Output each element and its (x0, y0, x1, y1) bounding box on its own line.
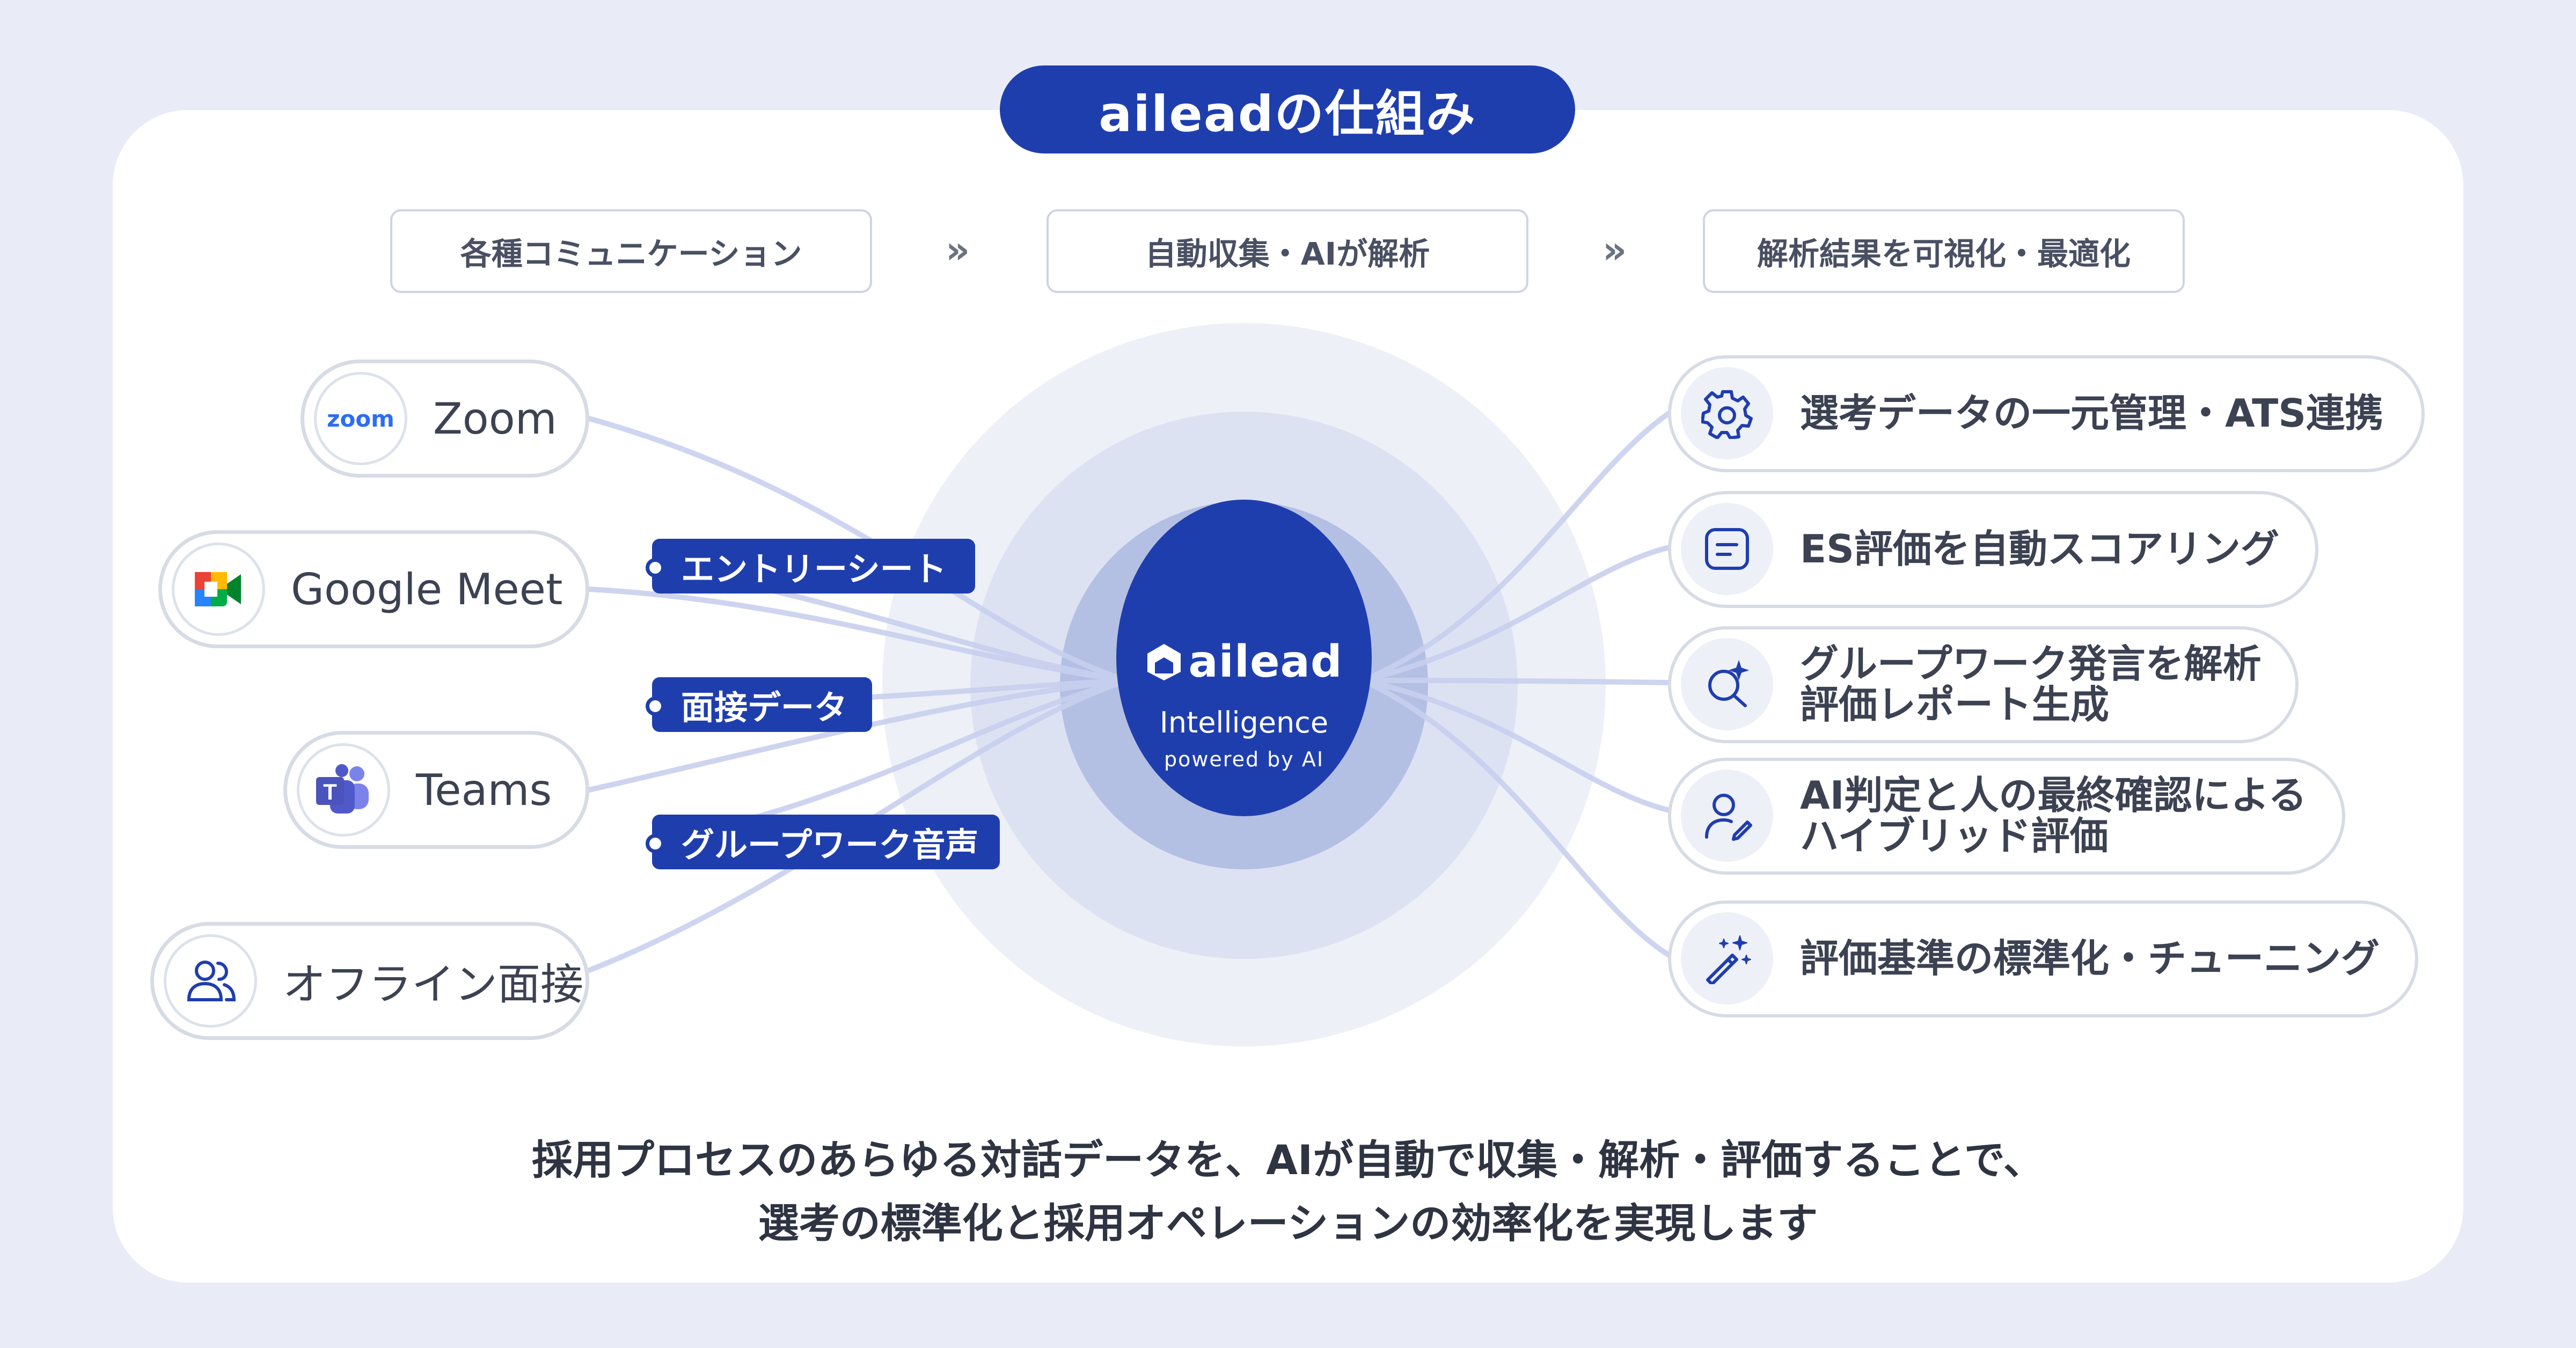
gear-icon (1681, 367, 1773, 459)
output-line: 選考データの一元管理・ATS連携 (1800, 391, 2384, 436)
footer-line-2: 選考の標準化と採用オペレーションの効率化を実現します (758, 1199, 1818, 1247)
tag-groupwork-audio: グループワーク音声 (646, 815, 1000, 869)
output-hybrid-evaluation: AI判定と人の最終確認による ハイブリッド評価 (1668, 758, 2345, 875)
zoom-logo-icon: zoom (314, 372, 407, 465)
source-offline-interview: オフライン面接 (150, 922, 589, 1040)
output-text: 選考データの一元管理・ATS連携 (1800, 358, 2383, 469)
output-text: 評価基準の標準化・チューニング (1800, 904, 2380, 1014)
output-line: グループワーク発言を解析 (1800, 641, 2262, 687)
step-separator-icon: » (1602, 228, 1627, 272)
people-icon (164, 934, 257, 1028)
output-ats-integration: 選考データの一元管理・ATS連携 (1668, 355, 2425, 472)
svg-text:T: T (323, 779, 337, 804)
output-line: ハイブリッド評価 (1800, 814, 2109, 859)
source-label: Teams (416, 765, 552, 815)
output-line: 評価レポート生成 (1800, 682, 2110, 727)
source-label: オフライン面接 (283, 959, 583, 1009)
output-line: ES評価を自動スコアリング (1800, 526, 2280, 572)
magic-wand-icon (1681, 912, 1773, 1005)
source-label: Google Meet (291, 564, 563, 614)
connector-dot (646, 834, 665, 853)
output-criteria-standardization: 評価基準の標準化・チューニング (1668, 900, 2418, 1017)
source-label: Zoom (433, 393, 557, 444)
source-google-meet: Google Meet (158, 530, 589, 648)
sparkle-search-icon (1681, 638, 1773, 730)
output-line: AI判定と人の最終確認による (1800, 773, 2307, 818)
source-zoom: zoom Zoom (301, 360, 589, 478)
output-text: AI判定と人の最終確認による ハイブリッド評価 (1800, 761, 2307, 871)
output-line: 評価基準の標準化・チューニング (1800, 936, 2380, 981)
google-meet-icon (172, 543, 265, 636)
tag-interview-data: 面接データ (646, 677, 872, 732)
tag-entry-sheet: エントリーシート (646, 539, 975, 594)
footer-line-1: 採用プロセスのあらゆる対話データを、AIが自動で収集・解析・評価することで、 (532, 1136, 2044, 1184)
output-text: グループワーク発言を解析 評価レポート生成 (1800, 629, 2262, 740)
step-visualize: 解析結果を可視化・最適化 (1703, 209, 2185, 293)
hub-name: ailead (1188, 636, 1343, 687)
step-communication: 各種コミュニケーション (390, 209, 872, 293)
source-teams: T Teams (283, 731, 589, 849)
hub-tagline: powered by AI (1163, 748, 1324, 771)
teams-icon: T (297, 743, 390, 837)
ailead-hub: ailead Intelligence powered by AI (1116, 500, 1372, 816)
page-title: aileadの仕組み (1000, 65, 1575, 153)
user-edit-icon (1681, 770, 1773, 862)
step-separator-icon: » (946, 228, 970, 272)
hub-subtitle: Intelligence (1159, 706, 1329, 739)
output-groupwork-analysis: グループワーク発言を解析 評価レポート生成 (1668, 626, 2299, 743)
ailead-logo-icon (1147, 644, 1181, 680)
document-icon (1681, 503, 1773, 595)
output-es-scoring: ES評価を自動スコアリング (1668, 491, 2318, 608)
step-analysis: 自動収集・AIが解析 (1046, 209, 1528, 293)
connector-dot (646, 558, 665, 577)
output-text: ES評価を自動スコアリング (1800, 494, 2279, 605)
connector-dot (646, 697, 665, 716)
